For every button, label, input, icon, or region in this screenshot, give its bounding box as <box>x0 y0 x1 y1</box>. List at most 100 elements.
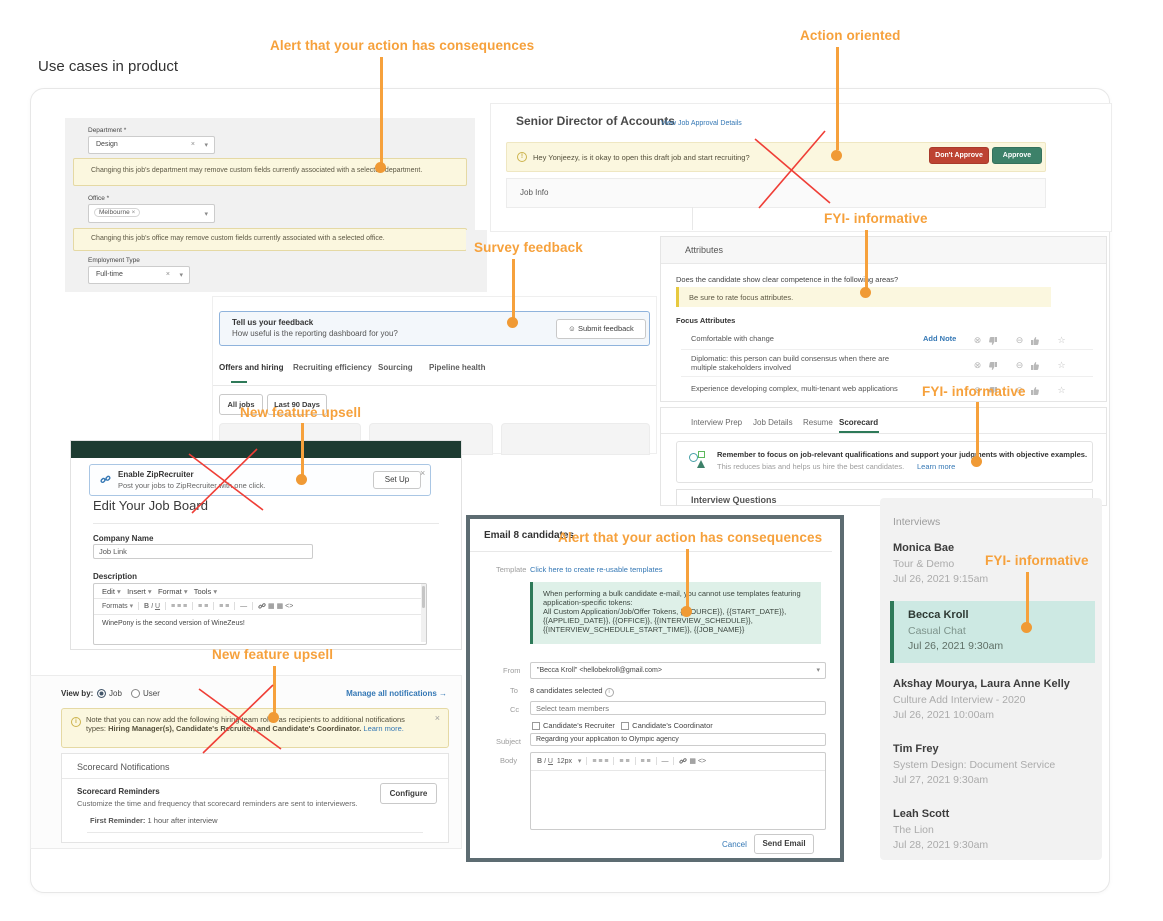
scorecard-notifications-card: Scorecard Notifications Scorecard Remind… <box>61 753 449 843</box>
clear-icon[interactable]: × <box>190 141 195 148</box>
indent-icon[interactable]: ≡ <box>640 758 645 765</box>
thumbs-up-icon[interactable] <box>1030 386 1051 396</box>
thumbs-up-icon[interactable] <box>1030 361 1051 371</box>
coordinator-checkbox[interactable]: Candidate's Coordinator <box>621 721 713 731</box>
mixed-icon[interactable]: ⊖ <box>1015 335 1024 346</box>
tab-recruiting-efficiency[interactable]: Recruiting efficiency <box>293 363 372 372</box>
star-icon[interactable]: ☆ <box>1057 385 1066 396</box>
align-right-icon[interactable]: ≡ <box>183 603 188 610</box>
align-left-icon[interactable]: ≡ <box>170 603 176 610</box>
chevron-down-icon[interactable]: ▾ <box>204 211 208 218</box>
add-note-link[interactable]: Add Note <box>923 334 957 343</box>
underline-icon[interactable]: U <box>154 603 161 610</box>
scorecard-panel: Interview Prep Job Details Resume Scorec… <box>660 407 1107 506</box>
align-center-icon[interactable]: ≡ <box>598 758 603 765</box>
company-name-input[interactable] <box>93 544 313 559</box>
tab-resume[interactable]: Resume <box>803 418 833 427</box>
tab-job-details[interactable]: Job Details <box>753 418 793 427</box>
from-select[interactable]: "Becca Kroll" <hellobekroll@gmail.com> ▾ <box>530 662 826 679</box>
numbered-list-icon[interactable]: ≡ <box>625 758 630 765</box>
source-code-icon[interactable]: <> <box>285 603 294 610</box>
mixed-icon[interactable]: ⊖ <box>1015 360 1024 371</box>
insert-link-icon[interactable] <box>258 602 266 610</box>
submit-feedback-button[interactable]: ☺ Submit feedback <box>556 319 646 339</box>
radio-job[interactable]: Job <box>97 689 122 699</box>
menu-tools[interactable]: Tools <box>193 587 212 596</box>
insert-image-icon[interactable]: ▦ <box>689 758 696 765</box>
body-editor[interactable]: B I U 12px ▾ ≡ ≡ ≡ ≡ ≡ ≡ ≡ — ▦ <> <box>530 752 826 830</box>
dont-approve-button[interactable]: Don't Approve <box>929 147 989 164</box>
setup-button[interactable]: Set Up <box>373 471 421 489</box>
source-code-icon[interactable]: <> <box>697 758 707 765</box>
mixed-icon[interactable]: ⊖ <box>1015 385 1024 396</box>
menu-format[interactable]: Format <box>157 587 182 596</box>
employment-type-select[interactable]: Full-time × ▾ <box>88 266 190 284</box>
learn-more-link[interactable]: Learn more <box>917 462 956 471</box>
align-right-icon[interactable]: ≡ <box>604 758 609 765</box>
bold-icon[interactable]: B <box>537 758 543 765</box>
reject-icon[interactable]: ⊗ <box>973 335 982 346</box>
outdent-icon[interactable]: ≡ <box>225 603 230 610</box>
bullet-list-icon[interactable]: ≡ <box>619 758 624 765</box>
bold-icon[interactable]: B <box>144 603 150 610</box>
underline-icon[interactable]: U <box>547 758 553 765</box>
formats-dropdown[interactable]: Formats ▾ <box>102 603 134 610</box>
chevron-down-icon[interactable]: ▾ <box>179 272 183 279</box>
thumbs-up-icon[interactable] <box>1030 336 1051 346</box>
align-center-icon[interactable]: ≡ <box>176 603 182 610</box>
font-size-dropdown[interactable]: 12px ▾ <box>556 758 582 765</box>
subject-input[interactable] <box>530 733 826 746</box>
italic-icon[interactable]: I <box>544 758 546 765</box>
office-select[interactable]: Melbourne × ▾ <box>88 204 215 223</box>
tab-pipeline-health[interactable]: Pipeline health <box>429 363 486 372</box>
thumbs-down-icon[interactable] <box>988 386 1009 396</box>
manage-notifications-link[interactable]: Manage all notifications → <box>346 689 447 698</box>
menu-edit[interactable]: Edit <box>102 587 115 596</box>
star-icon[interactable]: ☆ <box>1057 360 1066 371</box>
interview-item-highlighted[interactable]: Becca Kroll Casual Chat Jul 26, 2021 9:3… <box>890 601 1095 663</box>
thumbs-down-icon[interactable] <box>988 336 1009 346</box>
reject-icon[interactable]: ⊗ <box>973 385 982 396</box>
office-chip[interactable]: Melbourne × <box>94 208 141 217</box>
insert-image-icon[interactable]: ▦ <box>267 603 275 610</box>
close-icon[interactable]: × <box>420 468 426 478</box>
configure-button[interactable]: Configure <box>380 783 437 804</box>
filter-last-90-days[interactable]: Last 90 Days <box>267 394 327 415</box>
learn-more-link[interactable]: Learn more. <box>363 724 404 733</box>
close-icon[interactable]: × <box>434 713 440 723</box>
thumbs-down-icon[interactable] <box>988 361 1009 371</box>
star-icon[interactable]: ☆ <box>1057 335 1066 346</box>
bullet-list-icon[interactable]: ≡ <box>198 603 203 610</box>
send-email-button[interactable]: Send Email <box>754 834 814 854</box>
editor-scrollbar[interactable] <box>421 584 426 642</box>
recruiter-checkbox[interactable]: Candidate's Recruiter <box>532 721 615 731</box>
numbered-list-icon[interactable]: ≡ <box>204 603 209 610</box>
cancel-link[interactable]: Cancel <box>722 840 747 849</box>
tab-sourcing[interactable]: Sourcing <box>378 363 413 372</box>
clear-icon[interactable]: × <box>165 271 170 278</box>
cc-input[interactable] <box>530 701 826 715</box>
chevron-down-icon[interactable]: ▾ <box>204 142 208 149</box>
approve-button[interactable]: Approve <box>992 147 1042 164</box>
indent-icon[interactable]: ≡ <box>219 603 224 610</box>
horizontal-rule-icon[interactable]: — <box>240 603 248 610</box>
filter-all-jobs[interactable]: All jobs <box>219 394 263 415</box>
department-select[interactable]: Design × ▾ <box>88 136 215 154</box>
insert-link-icon[interactable] <box>679 757 688 765</box>
radio-user[interactable]: User <box>131 689 160 699</box>
create-templates-link[interactable]: Click here to create re-usable templates <box>530 565 663 574</box>
tab-interview-prep[interactable]: Interview Prep <box>691 418 743 427</box>
view-approval-details-link[interactable]: View Job Approval Details <box>661 120 742 127</box>
italic-icon[interactable]: I <box>151 603 154 610</box>
menu-insert[interactable]: Insert <box>127 587 146 596</box>
align-left-icon[interactable]: ≡ <box>592 758 597 765</box>
outdent-icon[interactable]: ≡ <box>646 758 651 765</box>
tab-scorecard[interactable]: Scorecard <box>839 418 879 427</box>
horizontal-rule-icon[interactable]: — <box>661 758 669 765</box>
info-icon[interactable]: i <box>604 688 614 697</box>
reject-icon[interactable]: ⊗ <box>973 360 982 371</box>
tab-offers-and-hiring[interactable]: Offers and hiring <box>219 363 284 372</box>
insert-media-icon[interactable]: ▦ <box>276 603 284 610</box>
remove-chip-icon[interactable]: × <box>131 209 136 216</box>
editor-content[interactable]: WinePony is the second version of WineZe… <box>102 620 245 627</box>
